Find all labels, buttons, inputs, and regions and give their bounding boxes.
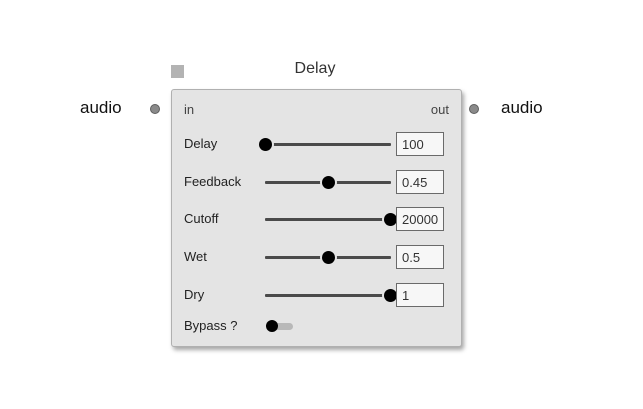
feedback-value-field[interactable]: 0.45: [396, 170, 444, 194]
output-port[interactable]: [469, 104, 479, 114]
input-audio-label: audio: [80, 98, 122, 117]
input-port[interactable]: [150, 104, 160, 114]
bypass-label: Bypass ?: [184, 318, 238, 333]
delay-node-panel: in out Delay 100 Feedback 0.45 Cutoff 20…: [171, 89, 462, 347]
delay-value-field[interactable]: 100: [396, 132, 444, 156]
cutoff-label: Cutoff: [184, 211, 219, 226]
delay-slider-knob[interactable]: [259, 138, 272, 151]
output-audio-label: audio: [501, 98, 543, 117]
delay-label: Delay: [184, 136, 218, 151]
dry-value-field[interactable]: 1: [396, 283, 444, 307]
node-drag-handle[interactable]: [171, 65, 184, 78]
wet-label: Wet: [184, 249, 207, 264]
feedback-slider[interactable]: [265, 176, 391, 189]
outlet-label: out: [430, 102, 449, 117]
wet-slider[interactable]: [265, 251, 391, 264]
wet-slider-knob[interactable]: [322, 251, 335, 264]
inlet-label: in: [184, 102, 195, 117]
node-title: Delay: [294, 60, 336, 77]
bypass-toggle[interactable]: [273, 323, 293, 330]
bypass-toggle-knob[interactable]: [266, 320, 278, 332]
cutoff-value-field[interactable]: 20000: [396, 207, 444, 231]
feedback-slider-knob[interactable]: [322, 176, 335, 189]
delay-slider[interactable]: [259, 138, 391, 151]
dry-label: Dry: [184, 287, 205, 302]
cutoff-slider-knob[interactable]: [384, 213, 397, 226]
cutoff-slider[interactable]: [265, 213, 397, 226]
dry-slider[interactable]: [265, 289, 397, 302]
feedback-label: Feedback: [184, 174, 242, 189]
dry-slider-knob[interactable]: [384, 289, 397, 302]
wet-value-field[interactable]: 0.5: [396, 245, 444, 269]
